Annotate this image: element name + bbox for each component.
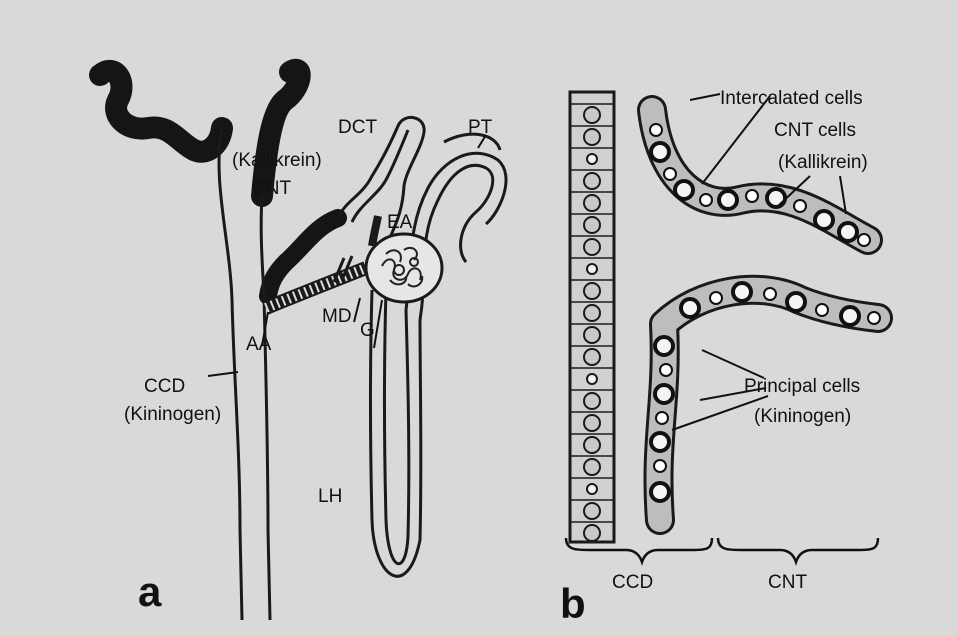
- principal-cell-nucleus: [584, 107, 600, 123]
- cnt-cell-nucleus: [815, 211, 833, 229]
- cnt-cell-strip-lower: [651, 283, 880, 520]
- principal-cell-nucleus: [584, 525, 600, 541]
- principal-cell-nucleus: [584, 129, 600, 145]
- label-aa: AA: [246, 334, 272, 355]
- principal-cell-nucleus: [584, 459, 600, 475]
- principal-cell-nucleus: [584, 437, 600, 453]
- cnt-cell-nucleus: [675, 181, 693, 199]
- distal-tubule-loop: [338, 117, 424, 576]
- label-ccd-b: CCD: [612, 572, 653, 593]
- cnt-cell-nucleus: [719, 191, 737, 209]
- label-cnt-cells: CNT cells: [774, 120, 856, 141]
- cnt-cell-nucleus: [655, 337, 673, 355]
- label-intercalated-cells: Intercalated cells: [720, 88, 863, 109]
- label-kininogen-b: (Kininogen): [754, 406, 851, 427]
- label-kininogen-a: (Kininogen): [124, 404, 221, 425]
- intercalated-cell-nucleus: [587, 264, 597, 274]
- label-g: G: [360, 320, 375, 341]
- cnt-cell-nucleus: [651, 483, 669, 501]
- intercalated-cell-nucleus: [664, 168, 676, 180]
- principal-cell-nucleus: [584, 349, 600, 365]
- principal-cell-nucleus: [584, 217, 600, 233]
- intercalated-cell-nucleus: [587, 374, 597, 384]
- cnt-cell-nucleus: [839, 223, 857, 241]
- cnt-cell-nucleus: [655, 385, 673, 403]
- label-principal-cells: Principal cells: [744, 376, 860, 397]
- principal-cell-nucleus: [584, 283, 600, 299]
- cnt-cell-nucleus: [651, 143, 669, 161]
- ccd-cell-column: [570, 92, 614, 542]
- panel-b: Intercalated cells CNT cells (Kallikrein…: [560, 88, 880, 627]
- efferent-arteriole: [372, 216, 378, 246]
- label-dct: DCT: [338, 117, 377, 138]
- principal-cell-nucleus: [584, 173, 600, 189]
- principal-cell-nucleus: [584, 327, 600, 343]
- cnt-cell-nucleus: [767, 189, 785, 207]
- intercalated-cell-nucleus: [650, 124, 662, 136]
- principal-cell-nucleus: [584, 195, 600, 211]
- intercalated-cell-nucleus: [764, 288, 776, 300]
- label-cnt-b: CNT: [768, 572, 807, 593]
- glomerulus: [366, 234, 442, 302]
- label-ccd-a: CCD: [144, 376, 185, 397]
- intercalated-cell-nucleus: [587, 154, 597, 164]
- cnt-cell-nucleus: [733, 283, 751, 301]
- label-kallikrein-a: (Kallikrein): [232, 150, 322, 171]
- panel-a-letter: a: [138, 568, 162, 615]
- intercalated-cell-nucleus: [868, 312, 880, 324]
- intercalated-cell-nucleus: [700, 194, 712, 206]
- panel-b-letter: b: [560, 580, 586, 627]
- cnt-cell-nucleus: [681, 299, 699, 317]
- principal-cell-nucleus: [584, 393, 600, 409]
- label-lh: LH: [318, 486, 342, 507]
- intercalated-cell-nucleus: [858, 234, 870, 246]
- label-md: MD: [322, 306, 352, 327]
- intercalated-cell-nucleus: [746, 190, 758, 202]
- cnt-cell-nucleus: [651, 433, 669, 451]
- label-pt: PT: [468, 117, 493, 138]
- intercalated-cell-nucleus: [794, 200, 806, 212]
- principal-cell-nucleus: [584, 305, 600, 321]
- cnt-cell-nucleus: [787, 293, 805, 311]
- principal-cell-nucleus: [584, 239, 600, 255]
- label-kallikrein-b: (Kallikrein): [778, 152, 868, 173]
- label-cnt-a: CNT: [252, 178, 291, 199]
- label-ea: EA: [387, 212, 413, 233]
- intercalated-cell-nucleus: [656, 412, 668, 424]
- intercalated-cell-nucleus: [660, 364, 672, 376]
- panel-a: (Kallikrein) CNT DCT PT EA MD AA G CCD (…: [100, 70, 506, 620]
- intercalated-cell-nucleus: [654, 460, 666, 472]
- principal-cell-nucleus: [584, 415, 600, 431]
- intercalated-cell-nucleus: [816, 304, 828, 316]
- intercalated-cell-nucleus: [710, 292, 722, 304]
- principal-cell-nucleus: [584, 503, 600, 519]
- intercalated-cell-nucleus: [587, 484, 597, 494]
- cnt-cell-nucleus: [841, 307, 859, 325]
